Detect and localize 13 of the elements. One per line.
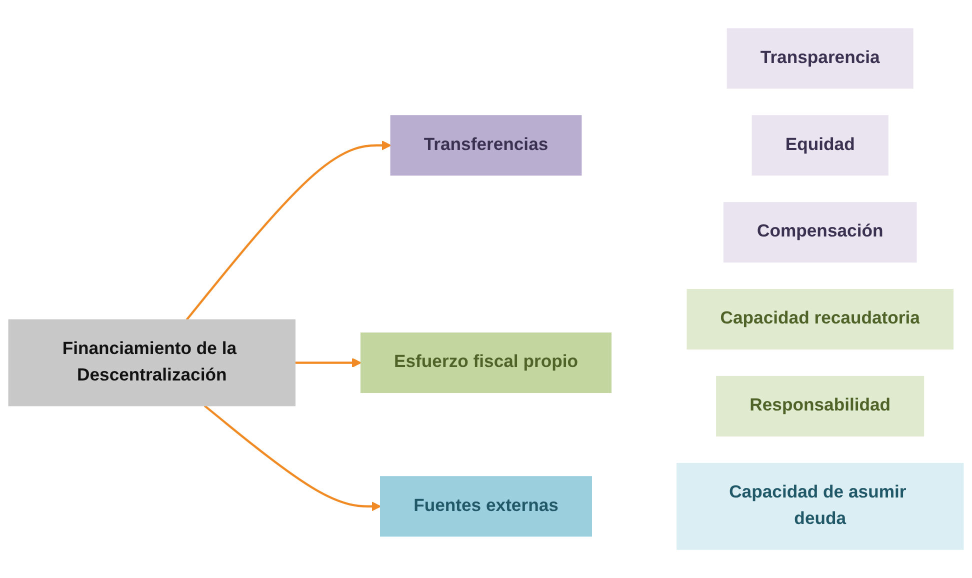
node-box: Equidad <box>752 115 888 176</box>
node-box: Capacidad de asumir deuda <box>676 462 964 550</box>
node-box: Esfuerzo fiscal propio <box>360 332 612 393</box>
node-box: Capacidad recaudatoria <box>686 289 954 350</box>
node-box: Compensación <box>723 202 917 263</box>
node-box: Responsabilidad <box>716 376 924 436</box>
node-box: Fuentes externas <box>380 476 592 537</box>
arrow <box>204 404 381 512</box>
node-box: Transferencias <box>390 115 582 176</box>
node-box: Transparencia <box>726 28 914 89</box>
arrow <box>186 140 392 320</box>
node-box: Financiamiento de la Descentralización <box>8 319 296 406</box>
arrow <box>294 358 362 368</box>
